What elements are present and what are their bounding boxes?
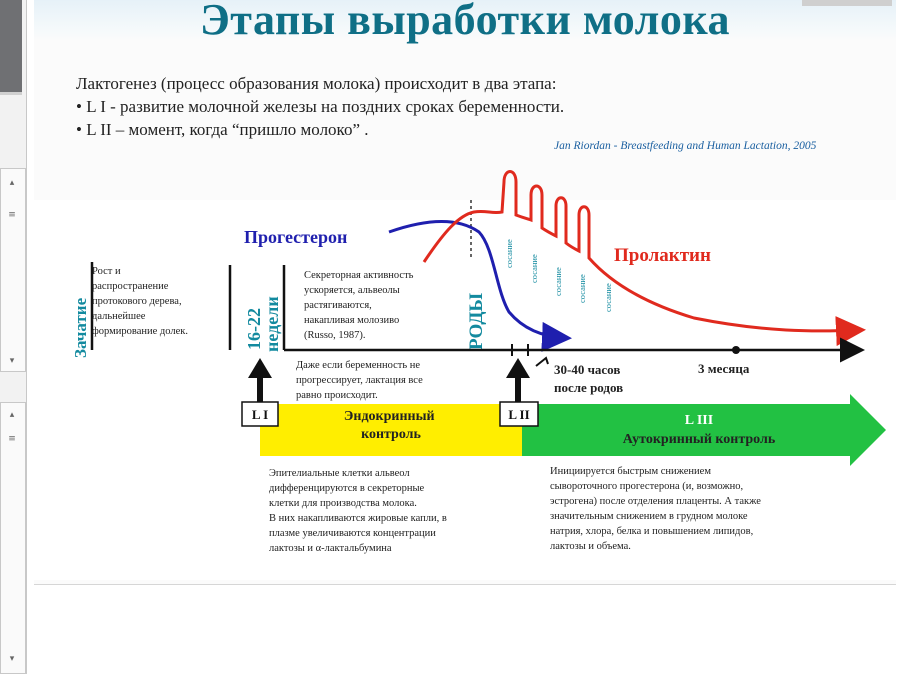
scroll-up-icon[interactable]: ▴ [9,410,15,420]
hours-pointer-icon [535,356,549,367]
window-corner [802,0,892,6]
slide: Этапы выработки молока Лактогенез (проце… [34,0,896,585]
intro-text: Лактогенез (процесс образования молока) … [76,72,564,141]
l1-box [241,401,279,427]
intro-line: Лактогенез (процесс образования молока) … [76,74,557,93]
diagram-background [34,200,896,580]
suckling-label: сосание [529,254,539,283]
growth-description: Рост и распространение протокового дерев… [92,266,188,337]
suckling-label: сосание [504,239,514,268]
autocrine-arrow [522,394,886,466]
hours-label: 30-40 часов после родов [554,362,624,395]
epithelial-description: Эпителиальные клетки альвеол дифференцир… [269,468,449,554]
suckling-label: сосание [553,267,563,296]
slide-title: Этапы выработки молока [199,0,731,44]
side-scroll-panel[interactable]: ▴ ≡ ▾ [0,168,26,372]
three-months-marker [732,346,740,354]
l2-label: L II [508,407,529,422]
three-months-label: 3 месяца [698,361,750,376]
source-citation: Jan Riordan - Breastfeeding and Human La… [554,140,817,152]
title-banner [34,0,896,40]
scroll-up-icon[interactable]: ▴ [9,178,15,188]
initiation-description: Инициируется быстрым снижением сывороточ… [550,466,764,552]
progesterone-label: Прогестерон [244,227,347,247]
l2-arrow-icon [506,358,530,378]
autocrine-label: Аутокринный контроль [623,432,776,447]
l3-label: L III [685,413,713,428]
weeks-label: 16-22 недели [244,296,282,352]
lactation-diagram: Зачатие Рост и распространение протоково… [34,170,896,580]
l1-arrow-icon [248,358,272,378]
pregnancy-note: Даже если беременность не прогрессирует,… [296,360,425,401]
slide-thumbnail[interactable] [0,0,22,95]
scroll-down-icon[interactable]: ▾ [9,356,15,366]
l1-label: L I [252,407,268,422]
progesterone-curve [388,220,572,352]
suckling-label: сосание [603,283,613,312]
conception-label: Зачатие [71,297,90,358]
endocrine-label: Эндокринный контроль [344,409,438,442]
endocrine-bar [260,404,522,456]
intro-bullet-l1: • L I - развитие молочной железы на позд… [76,97,565,116]
l2-box [499,401,539,427]
intro-bullet-l2: • L II – момент, когда “пришло молоко” . [76,120,369,139]
side-scroll-panel-lower[interactable]: ▴ ≡ ▾ [0,402,26,674]
birth-label: РОДЫ [466,293,487,350]
prolactin-label: Пролактин [614,245,711,266]
scroll-grip-icon[interactable]: ≡ [8,434,16,444]
scroll-down-icon[interactable]: ▾ [9,654,15,664]
scroll-grip-icon[interactable]: ≡ [8,210,16,220]
secretory-description: Секреторная активность ускоряется, альве… [304,270,416,341]
suckling-label: сосание [577,274,587,303]
prolactin-curve [422,170,866,347]
slide-thumbnail-panel: ▴ ≡ ▾ ▴ ≡ ▾ [0,0,27,674]
